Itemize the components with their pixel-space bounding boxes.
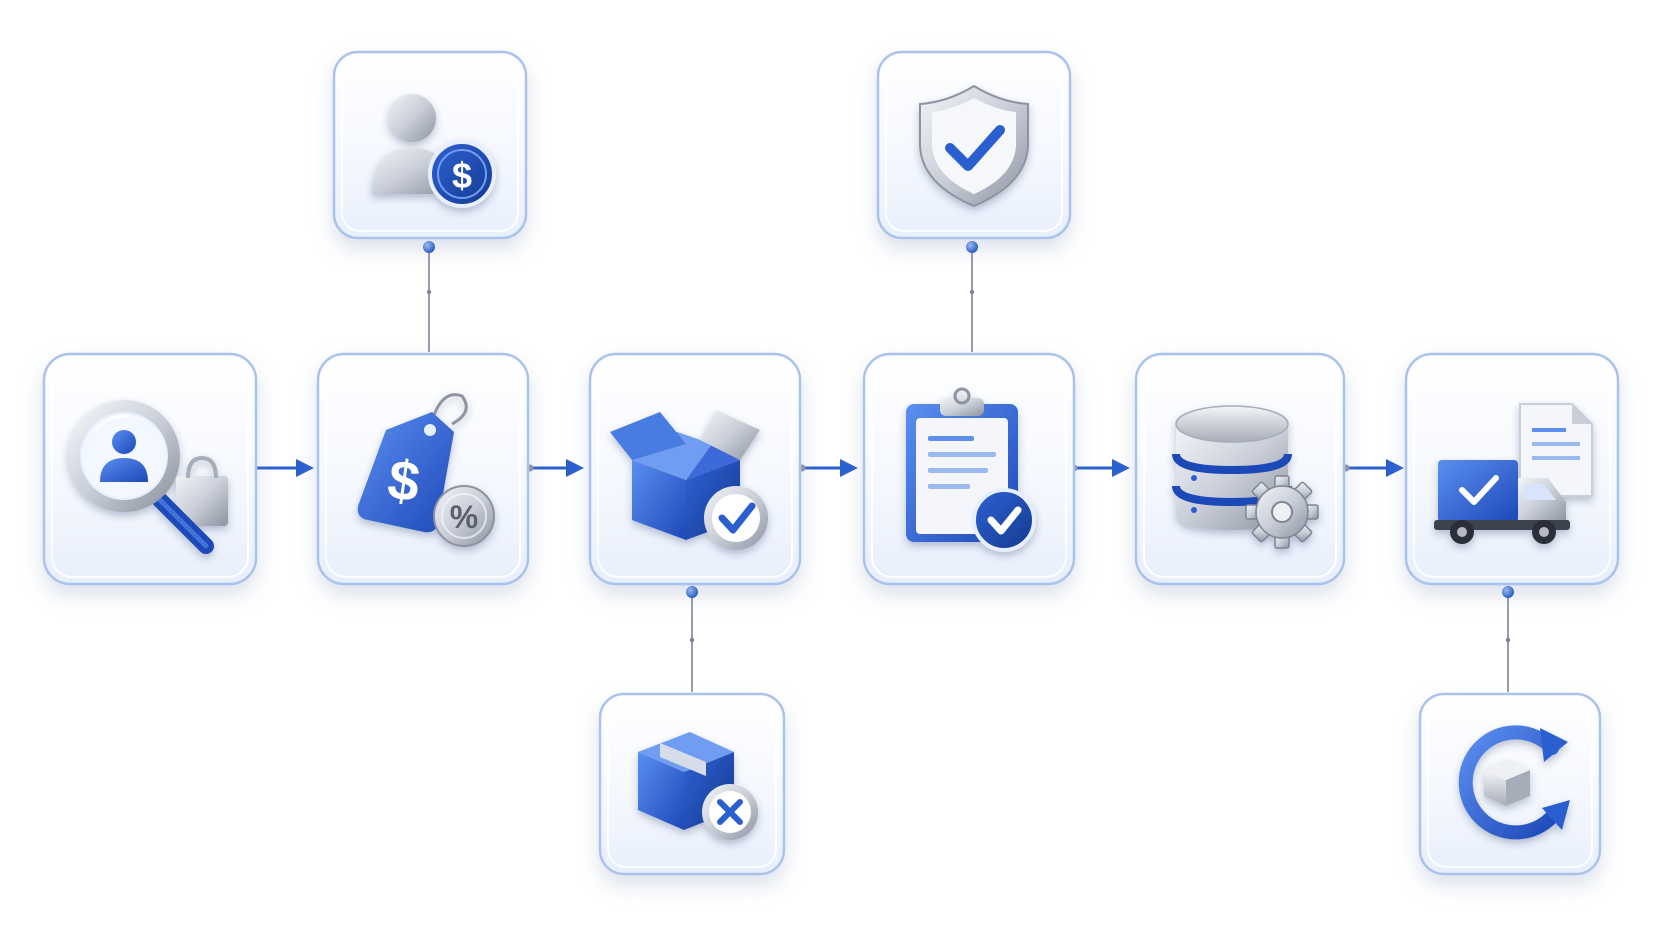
customer-search-icon <box>68 400 228 554</box>
database-gear-icon <box>1172 405 1319 549</box>
svg-text:%: % <box>450 499 478 535</box>
step-card-shipping[interactable] <box>1404 352 1620 586</box>
user-dollar-icon: $ <box>372 94 496 208</box>
branch-card-order-verification[interactable] <box>876 50 1072 240</box>
step-card-order-packaging[interactable] <box>588 352 802 586</box>
clipboard-check-icon <box>906 387 1036 552</box>
step-card-pricing[interactable]: $ % <box>316 352 530 586</box>
branch-card-order-cancellation[interactable] <box>598 692 786 876</box>
return-cycle-icon <box>1458 725 1570 840</box>
branch-connector <box>686 586 698 692</box>
flow-arrow <box>526 459 584 477</box>
box-cancel-icon <box>638 732 758 840</box>
branch-card-customer-payment[interactable]: $ <box>332 50 528 240</box>
step-card-customer-search[interactable] <box>42 352 258 586</box>
branch-connector <box>966 241 978 352</box>
open-box-check-icon <box>610 410 768 550</box>
step-card-data-processing[interactable] <box>1134 352 1346 586</box>
branch-card-return-exchange[interactable] <box>1418 692 1602 876</box>
branch-connector <box>1502 586 1514 692</box>
step-card-order-review[interactable] <box>862 352 1076 586</box>
flow-arrow <box>798 459 858 477</box>
shield-check-icon <box>919 84 1029 208</box>
svg-text:$: $ <box>452 155 472 196</box>
flow-arrow <box>1070 459 1130 477</box>
flow-arrow <box>1342 459 1404 477</box>
price-tag-discount-icon: $ % <box>357 393 495 547</box>
branch-connectors <box>423 241 1514 692</box>
branch-connector <box>423 241 435 352</box>
delivery-truck-document-icon <box>1434 403 1593 544</box>
